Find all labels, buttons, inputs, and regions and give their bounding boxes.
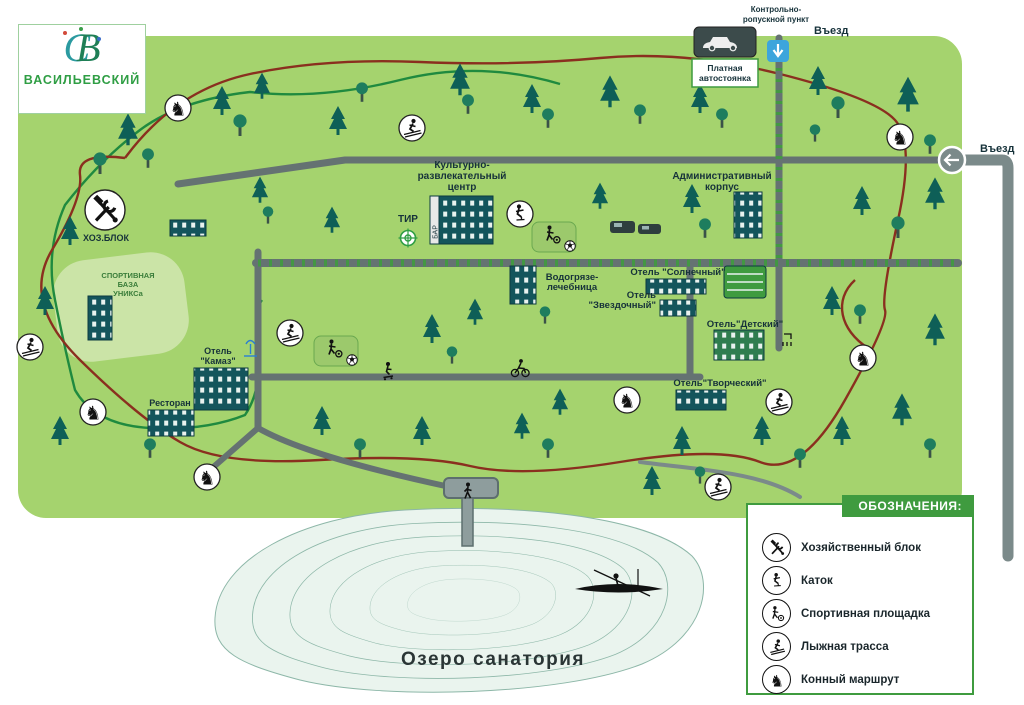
- logo-dot: [79, 27, 83, 31]
- parked-cars: [610, 221, 661, 234]
- legend-item-label: Спортивная площадка: [801, 607, 930, 620]
- restaurant-building: [147, 409, 195, 437]
- ski-route-icon: [276, 319, 304, 347]
- entrance-top-label: Въезд: [814, 25, 849, 37]
- buildings: [87, 191, 767, 437]
- logo-title: ВАСИЛЬЕВСКИЙ: [23, 73, 141, 87]
- admin-building: [733, 191, 763, 239]
- horse-route-icon: [849, 344, 877, 372]
- legend-item: Спортивная площадка: [748, 597, 972, 630]
- horse-route-icon: [193, 463, 221, 491]
- checkpoint-label: ропускной пункт: [743, 15, 809, 24]
- sport-ground-icon: [531, 221, 577, 253]
- legend: ОБОЗНАЧЕНИЯ: Хозяйственный блок Каток Сп…: [746, 495, 974, 696]
- logo-dot: [97, 37, 101, 41]
- arrow-down-icon: [772, 44, 784, 58]
- rowing-boat-icon: [575, 569, 663, 597]
- horse-route-icon: [886, 123, 914, 151]
- sport-base-area: [53, 252, 189, 362]
- logo-letter-c: С: [63, 25, 91, 70]
- legend-item: Хозяйственный блок: [748, 531, 972, 564]
- admin-label: Административный: [672, 171, 771, 182]
- hotel-children-building: [713, 329, 765, 361]
- utility-block-icon: [84, 189, 126, 231]
- sport-base-label: УНИКСа: [113, 289, 143, 298]
- resort-logo: СВ ВАСИЛЬЕВСКИЙ: [18, 24, 146, 114]
- culture-center-building: [438, 195, 494, 245]
- legend-item: Каток: [748, 564, 972, 597]
- culture-center-label: Культурно-: [434, 160, 489, 171]
- admin-label: корпус: [705, 182, 739, 193]
- mud-clinic-label: Водогрязе-: [546, 272, 599, 283]
- entrance-right-label: Въезд: [980, 143, 1015, 155]
- hotel-kamaz-building: [193, 367, 249, 411]
- ski-route-icon: [704, 473, 732, 501]
- culture-center-label: центр: [448, 182, 477, 193]
- pier: [443, 477, 499, 547]
- mud-clinic-building: [509, 265, 537, 305]
- horse-route: [40, 54, 908, 473]
- legend-title: ОБОЗНАЧЕНИЯ:: [842, 495, 974, 517]
- logo-letter-v: В: [76, 25, 101, 70]
- horse-route-icon: [613, 386, 641, 414]
- skater-icon: [762, 566, 791, 595]
- wrench-icon: [762, 533, 791, 562]
- skating-rink-icon: [506, 200, 534, 228]
- hotel-star-building: [659, 299, 697, 317]
- logo-monogram: СВ: [19, 25, 145, 71]
- poi-icons: [16, 94, 914, 597]
- bar-label: БАР: [433, 225, 440, 239]
- checkpoint-label: Контрольно-: [751, 5, 802, 14]
- utility-building: [169, 219, 207, 237]
- horse-icon: [762, 665, 791, 694]
- fountain-icon: [244, 339, 257, 357]
- skier-icon: [762, 632, 791, 661]
- ski-route: [50, 69, 561, 430]
- sport-icon: [762, 599, 791, 628]
- legend-item-label: Хозяйственный блок: [801, 541, 921, 554]
- utility-block-label: ХОЗ.БЛОК: [83, 233, 129, 243]
- arrow-left-icon: [943, 153, 959, 167]
- parking-label: автостоянка: [699, 73, 751, 83]
- hotel-star-label: Отель: [627, 290, 656, 301]
- hotel-kamaz-label: Отель: [204, 346, 232, 356]
- hotel-sunny-building: [645, 278, 707, 295]
- ski-route-icon: [398, 114, 426, 142]
- car-icon: [703, 37, 737, 52]
- hotel-kamaz-label: "Камаз": [200, 356, 235, 366]
- sport-ground-icon: [313, 335, 359, 367]
- legend-item: Лыжная трасса: [748, 630, 972, 663]
- ski-route-icon: [16, 333, 44, 361]
- hotel-creative-label: Отель"Творческий": [673, 378, 766, 389]
- shooting-range-label: ТИР: [398, 214, 418, 225]
- parking-label: Платная: [707, 63, 742, 73]
- legend-item-label: Каток: [801, 574, 833, 587]
- legend-item-label: Конный маршрут: [801, 673, 900, 686]
- hotel-children-label: Отель"Детский": [707, 319, 784, 330]
- place-labels: Культурно- развлекательный центр ТИР БАР…: [83, 160, 783, 408]
- horse-route-icon: [164, 94, 192, 122]
- logo-dot: [63, 31, 67, 35]
- sport-base-building: [87, 295, 113, 341]
- culture-center-label: развлекательный: [418, 171, 507, 182]
- hotel-sunny-label: Отель "Солнечный": [630, 267, 725, 278]
- mud-clinic-label: лечебница: [547, 282, 598, 293]
- horse-route-icon: [79, 398, 107, 426]
- hotel-creative-building: [675, 389, 727, 411]
- ski-route-icon: [765, 388, 793, 416]
- sport-base-label: СПОРТИВНАЯ: [101, 271, 154, 280]
- alley-garland: [258, 46, 956, 267]
- top-entrance-group: Контрольно- ропускной пункт Въезд Платна…: [691, 5, 849, 88]
- parking-label-box: [691, 58, 759, 88]
- shower-icon: [782, 333, 792, 346]
- restaurant-label: Ресторан: [149, 398, 190, 408]
- legend-item-label: Лыжная трасса: [801, 640, 889, 653]
- hotel-star-label: "Звездочный": [589, 300, 656, 311]
- legend-item: Конный маршрут: [748, 663, 972, 696]
- lake: Озеро санатория: [214, 507, 705, 693]
- right-entrance-group: Въезд: [937, 143, 1015, 175]
- lake-label: Озеро санатория: [401, 649, 585, 670]
- sport-base-label: БАЗА: [118, 280, 139, 289]
